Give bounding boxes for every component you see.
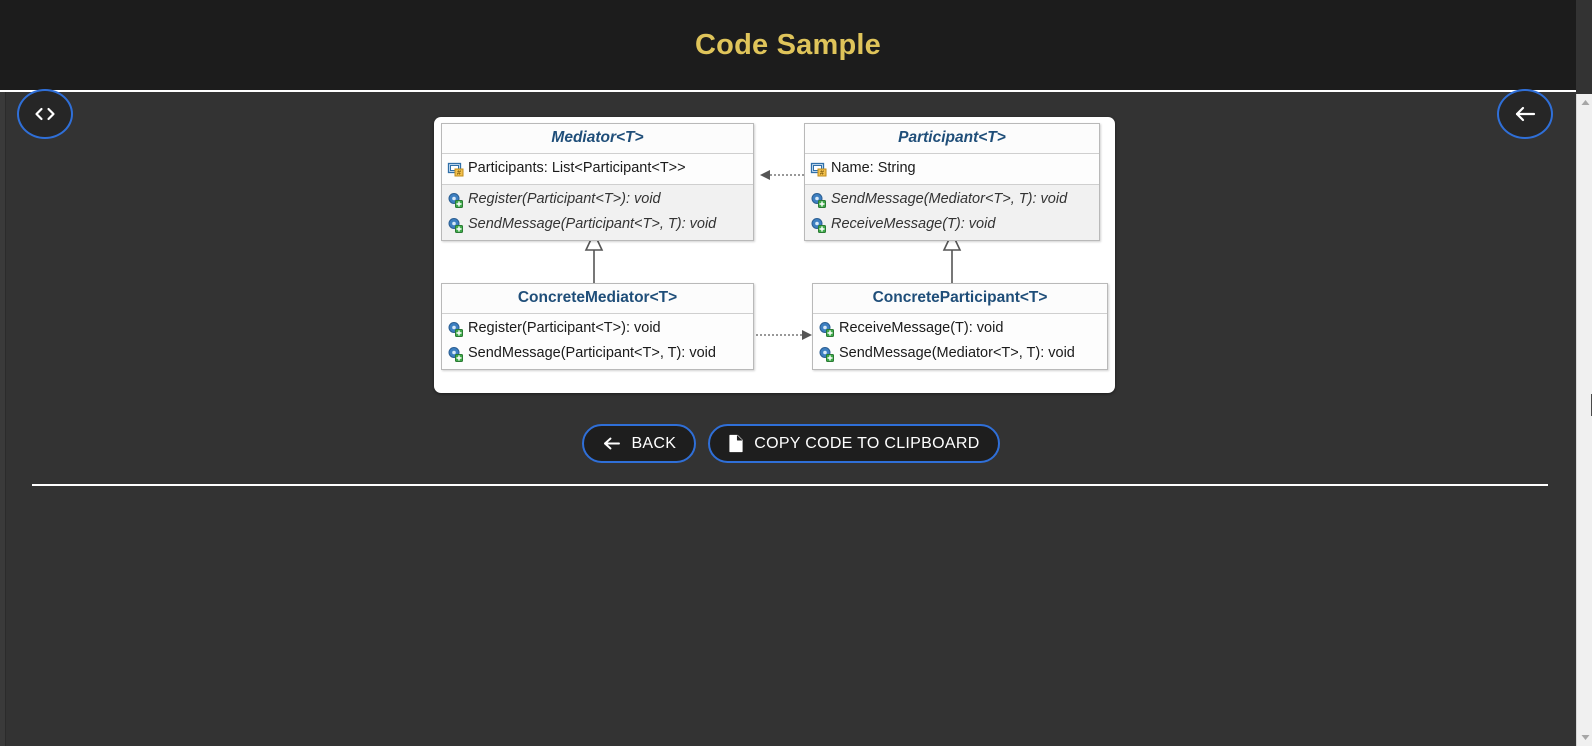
member-text: SendMessage(Participant<T>, T): void xyxy=(468,345,716,362)
member-text: SendMessage(Participant<T>, T): void xyxy=(468,216,717,233)
class-method: ReceiveMessage(T): void xyxy=(813,316,1107,341)
member-text: Register(Participant<T>): void xyxy=(468,320,661,336)
method-icon xyxy=(447,321,464,337)
arrow-left-icon xyxy=(1513,105,1537,123)
class-methods-section: ReceiveMessage(T): void SendMessage(Medi… xyxy=(813,314,1107,370)
class-method: Register(Participant<T>): void xyxy=(442,316,753,341)
method-icon xyxy=(447,346,464,362)
member-text: Register(Participant<T>): void xyxy=(468,191,661,208)
copy-code-button-label: COPY CODE TO CLIPBOARD xyxy=(754,434,980,452)
svg-text:#: # xyxy=(820,170,824,177)
class-name: Mediator<T> xyxy=(442,124,753,154)
class-method: SendMessage(Mediator<T>, T): void xyxy=(813,341,1107,366)
code-brackets-icon xyxy=(34,107,56,121)
page-header: Code Sample xyxy=(0,0,1576,92)
member-text: Name: String xyxy=(831,160,916,176)
class-name: ConcreteMediator<T> xyxy=(442,284,753,314)
member-text: SendMessage(Mediator<T>, T): void xyxy=(831,191,1068,208)
method-icon xyxy=(447,192,464,208)
vertical-scrollbar[interactable] xyxy=(1576,94,1592,746)
class-field: # Name: String xyxy=(805,156,1099,181)
section-divider xyxy=(32,484,1548,486)
class-method: ReceiveMessage(T): void xyxy=(805,212,1099,237)
back-button[interactable]: BACK xyxy=(582,424,697,463)
svg-text:#: # xyxy=(457,170,461,177)
method-icon xyxy=(810,217,827,233)
class-box-mediator[interactable]: Mediator<T> # Participants: List<Partici… xyxy=(441,123,754,242)
class-methods-section: Register(Participant<T>): void SendMessa… xyxy=(442,185,753,241)
triangle-up-icon xyxy=(1581,99,1590,106)
class-name: ConcreteParticipant<T> xyxy=(813,284,1107,314)
arrow-left-icon xyxy=(602,436,621,451)
method-icon xyxy=(447,217,464,233)
triangle-down-icon xyxy=(1581,734,1590,741)
member-text: ReceiveMessage(T): void xyxy=(831,216,996,233)
left-edge-rail xyxy=(0,92,6,746)
top-back-button[interactable] xyxy=(1497,89,1553,139)
scroll-down-arrow[interactable] xyxy=(1577,729,1592,746)
field-icon: # xyxy=(447,161,464,177)
uml-diagram-panel: Mediator<T> # Participants: List<Partici… xyxy=(434,117,1115,393)
member-text: Participants: List<Participant<T>> xyxy=(468,160,686,176)
back-button-label: BACK xyxy=(631,434,677,452)
field-icon: # xyxy=(810,161,827,177)
class-box-concrete-mediator[interactable]: ConcreteMediator<T> Register(Participant… xyxy=(441,283,754,371)
class-methods-section: SendMessage(Mediator<T>, T): void Receiv… xyxy=(805,185,1099,241)
class-method: SendMessage(Mediator<T>, T): void xyxy=(805,187,1099,212)
scrollbar-thumb[interactable] xyxy=(1577,111,1592,631)
member-text: SendMessage(Mediator<T>, T): void xyxy=(839,345,1075,362)
method-icon xyxy=(818,321,835,337)
page-title: Code Sample xyxy=(695,28,881,61)
class-box-concrete-participant[interactable]: ConcreteParticipant<T> ReceiveMessage(T)… xyxy=(812,283,1108,371)
class-method: SendMessage(Participant<T>, T): void xyxy=(442,341,753,366)
class-method: SendMessage(Participant<T>, T): void xyxy=(442,212,753,237)
action-button-bar: BACK COPY CODE TO CLIPBOARD xyxy=(6,424,1576,463)
class-field: # Participants: List<Participant<T>> xyxy=(442,156,753,181)
copy-code-button[interactable]: COPY CODE TO CLIPBOARD xyxy=(708,424,1000,463)
class-methods-section: Register(Participant<T>): void SendMessa… xyxy=(442,314,753,370)
method-icon xyxy=(818,346,835,362)
method-icon xyxy=(810,192,827,208)
clipboard-file-icon xyxy=(728,434,744,453)
code-toggle-button[interactable] xyxy=(17,89,73,139)
class-fields-section: # Name: String xyxy=(805,154,1099,186)
scroll-content-area: Mediator<T> # Participants: List<Partici… xyxy=(6,94,1576,746)
member-text: ReceiveMessage(T): void xyxy=(839,320,1004,336)
class-method: Register(Participant<T>): void xyxy=(442,187,753,212)
scroll-up-arrow[interactable] xyxy=(1577,94,1592,111)
class-name: Participant<T> xyxy=(805,124,1099,154)
class-fields-section: # Participants: List<Participant<T>> xyxy=(442,154,753,186)
class-box-participant[interactable]: Participant<T> # Name: String xyxy=(804,123,1100,242)
